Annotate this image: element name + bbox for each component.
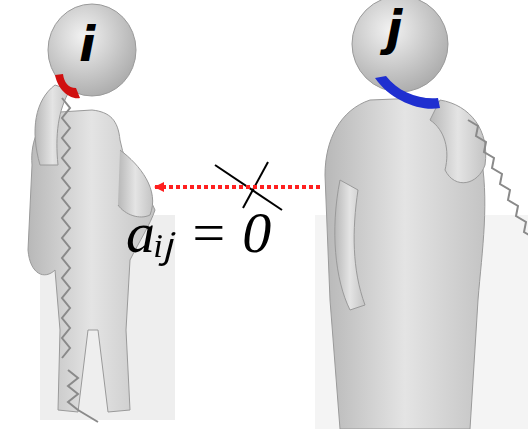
raised-arm: [430, 100, 486, 183]
blue-phone: [375, 76, 440, 109]
phone-cord: [62, 98, 70, 358]
edge-label: aᵢⱼ = 0: [126, 204, 271, 262]
side-arm: [335, 180, 365, 310]
person-letter: j: [386, 4, 402, 52]
head: [352, 0, 448, 92]
dotted-arrow: [155, 185, 320, 189]
person-j-figure: [315, 0, 528, 429]
red-phone: [55, 74, 80, 98]
person-node: j: [320, 0, 525, 429]
body: [325, 98, 485, 429]
phone-cord-end: [68, 370, 98, 422]
person-letter: i: [79, 20, 95, 68]
phone-cord: [468, 120, 528, 302]
